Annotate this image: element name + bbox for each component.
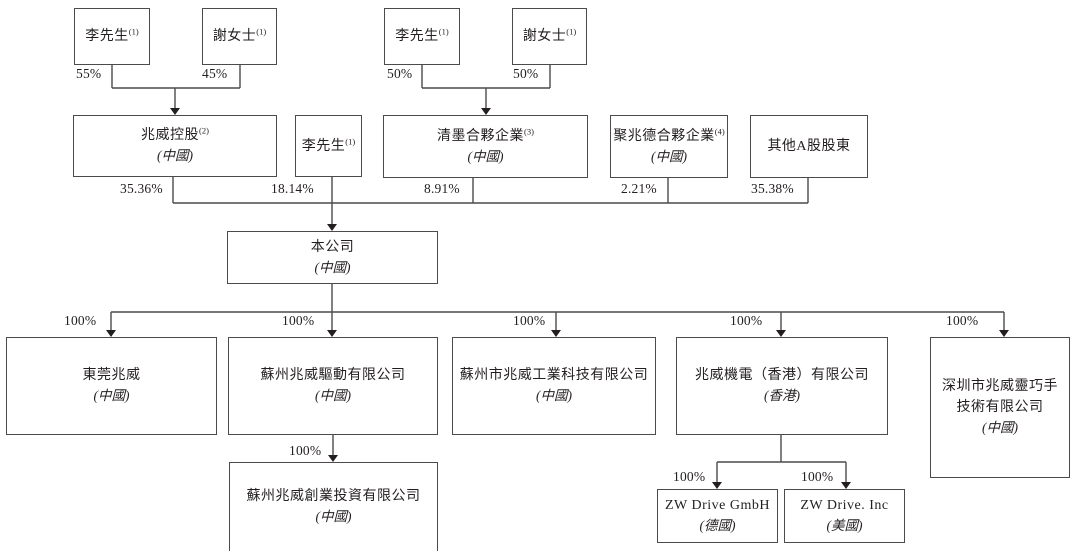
ownership-label: 35.36% xyxy=(120,181,163,196)
node-suzhou-industrial-tech: 蘇州市兆威工業科技有限公司 (中國) xyxy=(452,337,656,435)
footnote-sup: (1) xyxy=(345,135,356,146)
ownership-label: 18.14% xyxy=(271,181,314,196)
country-label: (中國) xyxy=(157,148,193,164)
ownership-label: 100% xyxy=(730,313,763,328)
footnote-sup: (1) xyxy=(128,26,139,37)
ownership-label: 100% xyxy=(289,443,322,458)
ownership-label: 100% xyxy=(946,313,979,328)
arrowheads xyxy=(106,108,1009,489)
footnote-sup: (4) xyxy=(714,126,725,137)
country-label: (中國) xyxy=(536,388,572,404)
country-label: (中國) xyxy=(315,388,351,404)
ownership-label: 100% xyxy=(282,313,315,328)
country-label: (中國) xyxy=(651,148,687,164)
footnote-sup: (3) xyxy=(524,126,534,137)
country-label: (中國) xyxy=(93,388,130,404)
node-other-a-shareholders: 其他A股股東 xyxy=(750,115,868,178)
node-dongguan-zhaowei: 東莞兆威 (中國) xyxy=(6,337,217,435)
node-zw-drive-inc: ZW Drive. Inc (美國) xyxy=(784,489,905,543)
country-label: (美國) xyxy=(826,518,863,534)
ownership-label: 100% xyxy=(64,313,97,328)
country-label: (中國) xyxy=(982,420,1018,436)
country-label: (香港) xyxy=(764,388,800,404)
node-shenzhen-dexterous-hand: 深圳市兆威靈巧手 技術有限公司 (中國) xyxy=(930,337,1070,478)
ownership-label: 100% xyxy=(673,469,706,484)
country-label: (中國) xyxy=(467,148,504,164)
ownership-label: 100% xyxy=(801,469,834,484)
footnote-sup: (2) xyxy=(199,125,209,136)
node-suzhou-drive: 蘇州兆威驅動有限公司 (中國) xyxy=(228,337,438,435)
node-juzhaode-partnership: 聚兆德合夥企業(4) (中國) xyxy=(610,115,728,178)
footnote-sup: (1) xyxy=(438,26,449,37)
country-label: (中國) xyxy=(315,509,352,525)
node-ms-xie-2: 謝女士(1) xyxy=(512,8,587,65)
ownership-label: 35.38% xyxy=(751,181,794,196)
node-mr-li-3: 李先生(1) xyxy=(295,115,362,177)
node-suzhou-venture-invest: 蘇州兆威創業投資有限公司 (中國) xyxy=(229,462,438,551)
ownership-label: 2.21% xyxy=(621,181,657,196)
node-mr-li-1: 李先生(1) xyxy=(74,8,150,65)
ownership-label: 55% xyxy=(76,66,102,81)
footnote-sup: (1) xyxy=(566,26,577,37)
node-zhaowei-hk: 兆威機電（香港）有限公司 (香港) xyxy=(676,337,888,435)
node-ms-xie-1: 謝女士(1) xyxy=(202,8,277,65)
ownership-label: 50% xyxy=(387,66,413,81)
ownership-label: 45% xyxy=(202,66,228,81)
ownership-label: 50% xyxy=(513,66,539,81)
node-zw-drive-gmbh: ZW Drive GmbH (德國) xyxy=(657,489,778,543)
footnote-sup: (1) xyxy=(256,26,267,37)
country-label: (中國) xyxy=(314,259,351,275)
ownership-label: 100% xyxy=(513,313,546,328)
node-qingmo-partnership: 清墨合夥企業(3) (中國) xyxy=(383,115,588,178)
node-zhaowei-holding: 兆威控股(2) (中國) xyxy=(73,115,277,177)
node-mr-li-2: 李先生(1) xyxy=(384,8,460,65)
ownership-label: 8.91% xyxy=(424,181,460,196)
node-company: 本公司 (中國) xyxy=(227,231,438,284)
country-label: (德國) xyxy=(699,518,736,534)
